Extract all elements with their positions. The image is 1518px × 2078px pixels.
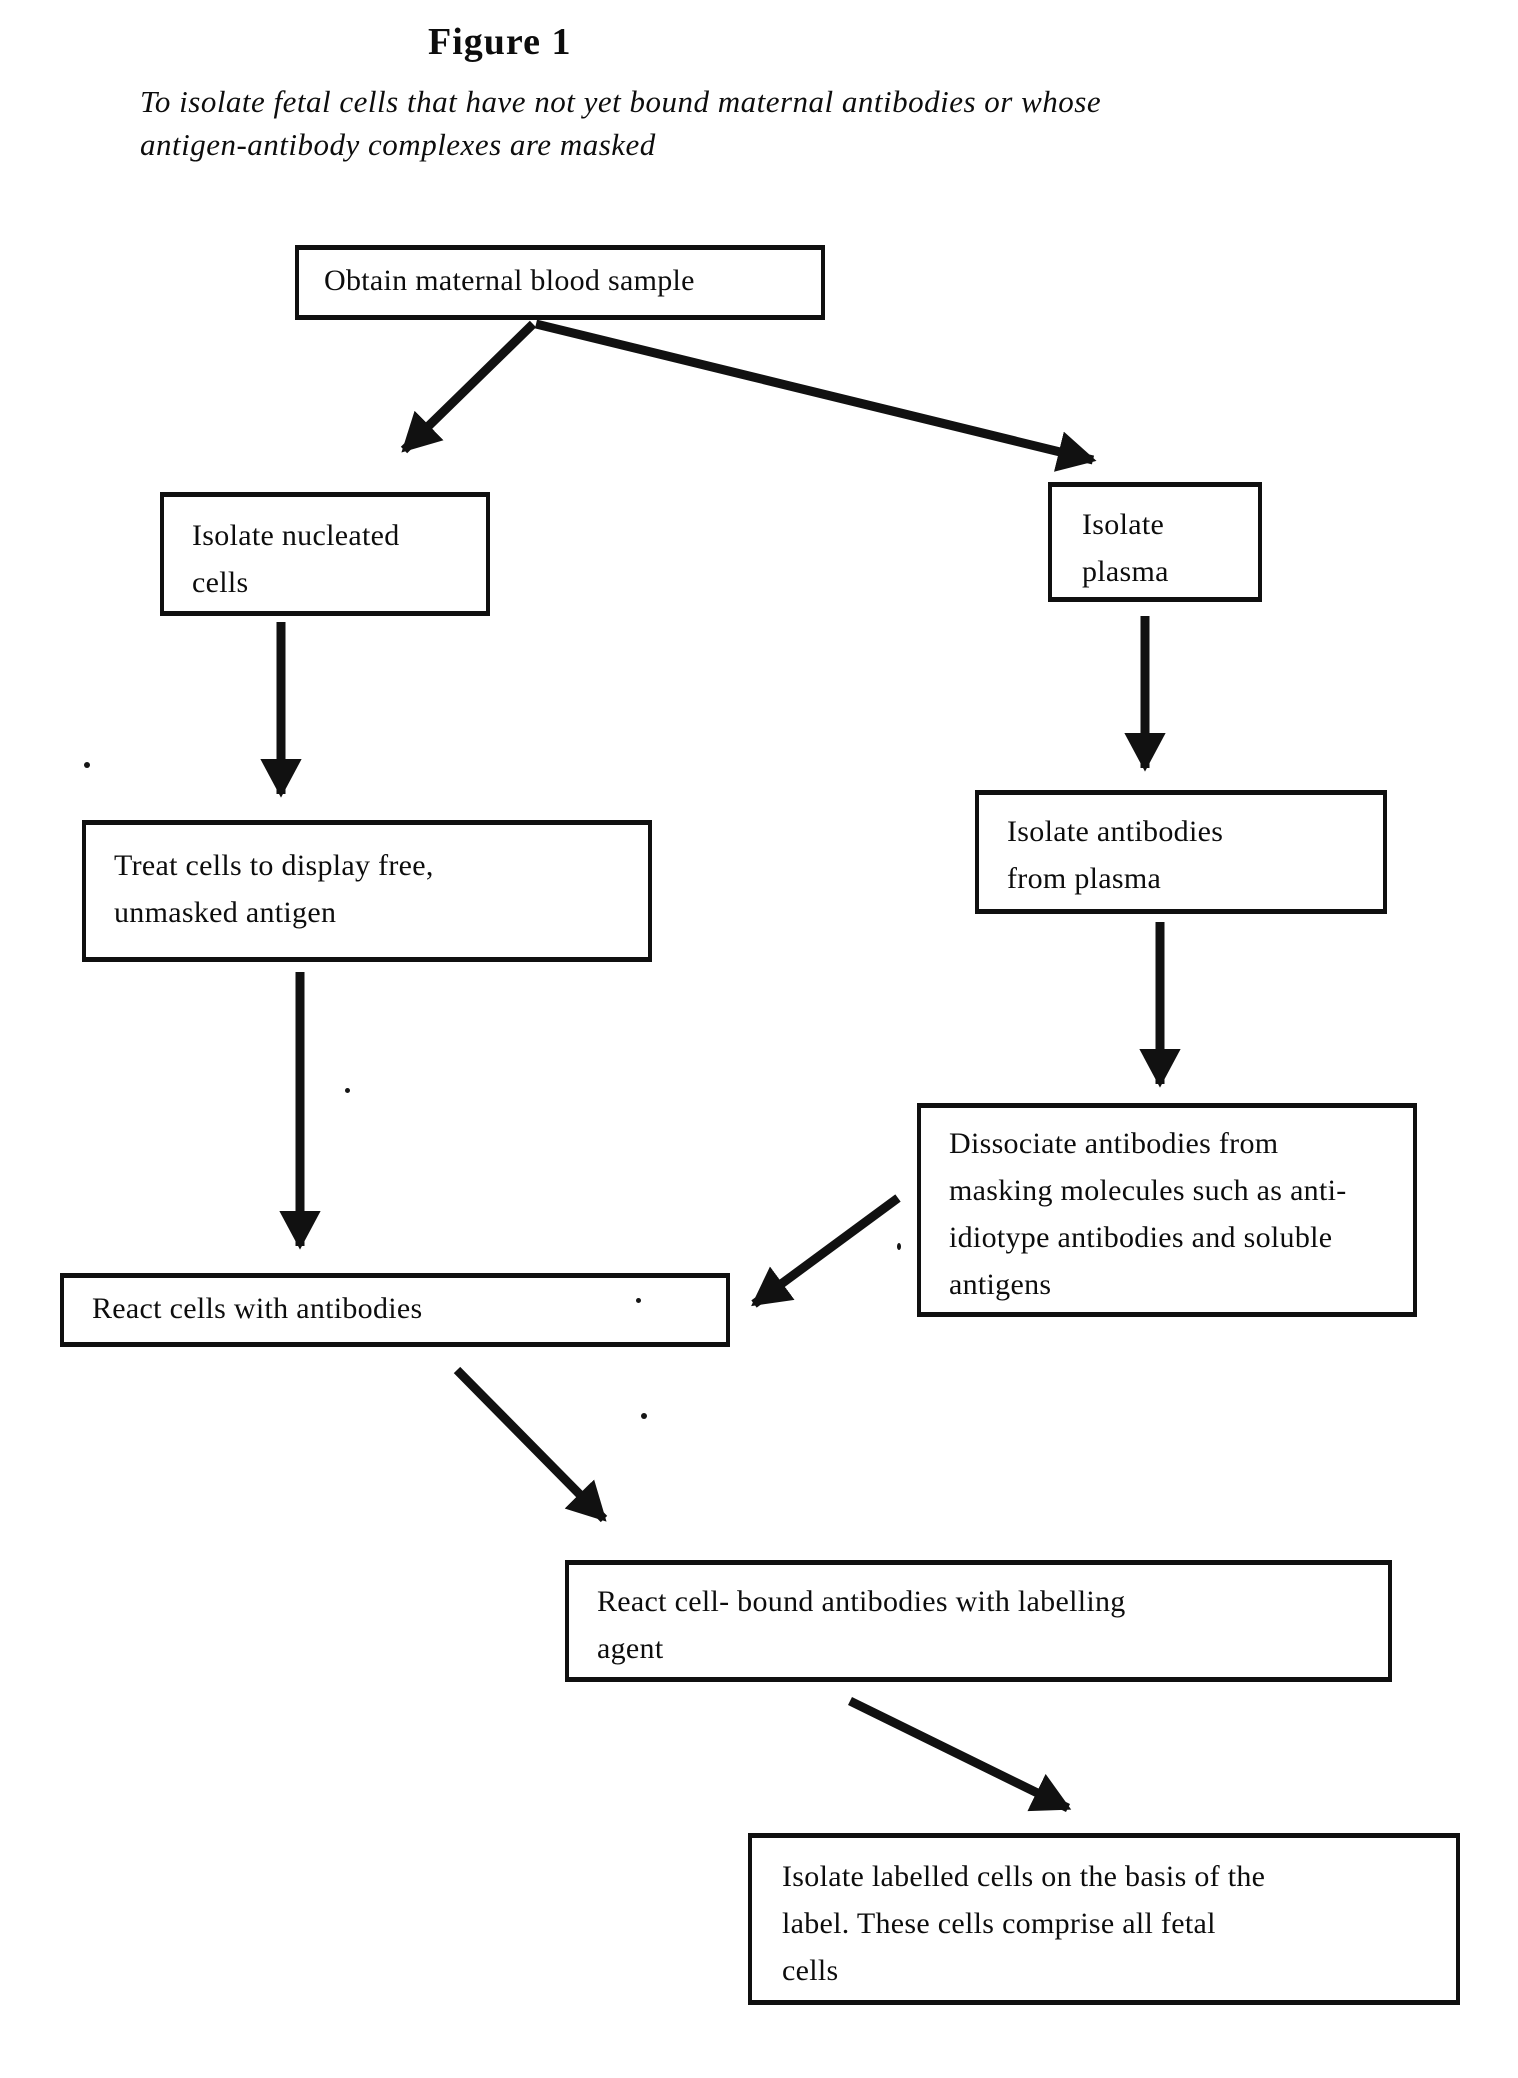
- flow-box-isolate-antibodies: Isolate antibodies from plasma: [975, 790, 1387, 914]
- flow-box-isolate-plasma: Isolate plasma: [1048, 482, 1262, 602]
- flow-arrow-obtain-to-nucleated: [400, 320, 537, 454]
- flow-box-treat-cells: Treat cells to display free, unmasked an…: [82, 820, 652, 962]
- scan-speck: [84, 762, 90, 768]
- flow-arrow-obtain-to-plasma: [534, 319, 1097, 472]
- figure-title: Figure 1: [428, 21, 572, 63]
- flow-arrow-react_cells-to-react_label: [453, 1366, 608, 1523]
- flow-arrow-dissociate-to-react_cells: [751, 1194, 901, 1308]
- scan-speck: [345, 1088, 350, 1093]
- figure-subtitle: To isolate fetal cells that have not yet…: [140, 84, 1102, 162]
- scan-speck: [641, 1413, 647, 1419]
- flow-box-isolate-nucleated-cells: Isolate nucleated cells: [160, 492, 490, 616]
- flow-box-dissociate-antibodies: Dissociate antibodies from masking molec…: [917, 1103, 1417, 1317]
- scan-speck: [897, 1243, 901, 1250]
- flow-box-isolate-labelled-cells: Isolate labelled cells on the basis of t…: [748, 1833, 1460, 2005]
- flow-arrow-react_label-to-isolate_labelled: [848, 1696, 1072, 1813]
- flow-box-react-labelling-agent: React cell- bound antibodies with labell…: [565, 1560, 1392, 1682]
- scan-speck: [636, 1298, 641, 1303]
- flow-box-obtain-blood-sample: Obtain maternal blood sample: [295, 245, 825, 320]
- flow-box-react-cells-with-antibodies: React cells with antibodies: [60, 1273, 730, 1347]
